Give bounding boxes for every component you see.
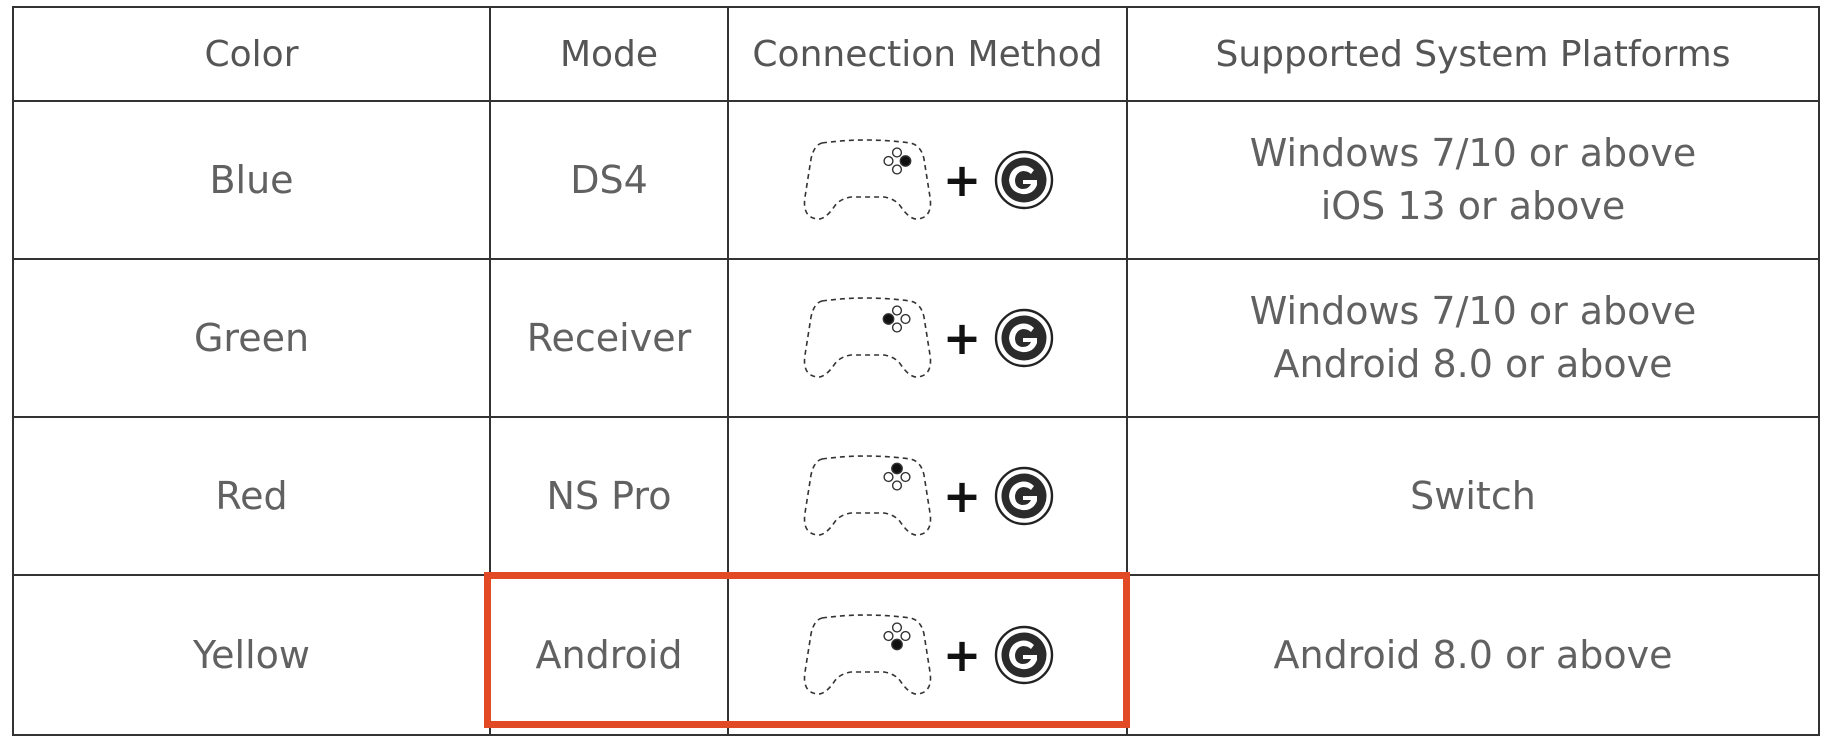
home-button-icon <box>995 308 1054 368</box>
plus-sign: + <box>942 153 982 207</box>
face-button-left <box>883 630 894 642</box>
color-cell: Yellow <box>193 632 310 677</box>
controller-icon <box>803 614 931 695</box>
header-mode: Mode <box>559 33 659 75</box>
platforms-cell: Android 8.0 or above <box>1127 575 1819 735</box>
mode-cell: Android <box>535 632 683 677</box>
connection-method-cell: + <box>728 417 1127 575</box>
face-button-top <box>890 462 903 475</box>
platform-line: Windows 7/10 or above <box>1249 131 1697 175</box>
platforms-cell: Windows 7/10 or above Android 8.0 or abo… <box>1127 259 1819 417</box>
face-button-left <box>883 155 894 167</box>
connection-method-cell: + <box>728 259 1127 417</box>
face-button-left <box>883 471 894 483</box>
plus-sign: + <box>942 628 982 682</box>
platform-line: Android 8.0 or above <box>1273 342 1673 386</box>
home-button-icon <box>995 625 1054 685</box>
mode-cell: NS Pro <box>546 473 672 518</box>
face-button-bottom <box>891 480 902 491</box>
connection-method-cell: + <box>728 101 1127 259</box>
face-button-right <box>900 630 911 642</box>
home-button-icon <box>995 150 1054 210</box>
controller-icon <box>803 139 931 220</box>
header-connection-method: Connection Method <box>752 33 1103 75</box>
face-button-right <box>900 313 911 325</box>
platforms-cell: Windows 7/10 or above iOS 13 or above <box>1127 101 1819 259</box>
header-color: Color <box>204 33 299 75</box>
mode-cell: Receiver <box>526 315 692 360</box>
face-button-top <box>891 622 902 633</box>
face-button-right <box>899 155 912 167</box>
platform-line: Android 8.0 or above <box>1273 632 1673 677</box>
face-button-bottom <box>891 322 902 333</box>
face-button-bottom <box>891 164 902 175</box>
face-button-top <box>891 305 902 316</box>
connection-method-cell: + <box>728 575 1127 735</box>
plus-sign: + <box>942 469 982 523</box>
color-cell: Green <box>193 315 310 360</box>
face-button-right <box>900 471 911 483</box>
controller-icon <box>803 455 931 536</box>
face-button-top <box>891 147 902 158</box>
home-button-icon <box>995 466 1054 526</box>
face-button-bottom <box>890 638 903 651</box>
face-button-left <box>882 313 895 325</box>
platform-line: Windows 7/10 or above <box>1249 289 1697 333</box>
mode-cell: DS4 <box>570 157 648 202</box>
header-supported-platforms: Supported System Platforms <box>1215 33 1731 75</box>
platform-line: Switch <box>1410 473 1536 518</box>
color-cell: Blue <box>209 157 294 202</box>
controller-icon <box>803 297 931 378</box>
color-cell: Red <box>215 473 288 518</box>
platform-line: iOS 13 or above <box>1320 184 1626 228</box>
platforms-cell: Switch <box>1127 417 1819 575</box>
plus-sign: + <box>942 311 982 365</box>
